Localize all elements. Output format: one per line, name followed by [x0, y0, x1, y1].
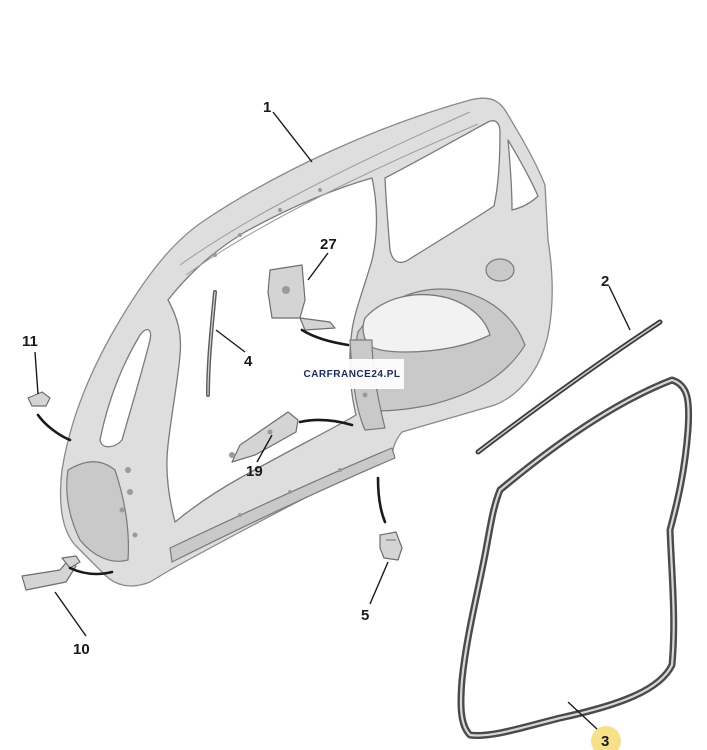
leader-lines — [34, 111, 631, 731]
panel-holes — [119, 188, 368, 538]
rear-side-window — [384, 120, 501, 264]
callout-4: 4 — [244, 353, 253, 370]
bracket-part-10 — [21, 555, 81, 591]
trim-strip — [206, 290, 217, 397]
callout-11: 11 — [22, 333, 38, 350]
fuel-flap — [485, 258, 515, 282]
callout-3: 3 — [601, 733, 609, 750]
watermark-text: CARFRANCE24.PL — [303, 368, 401, 380]
callout-10: 10 — [73, 641, 90, 658]
door-weatherstrip — [457, 376, 693, 740]
bracket-part-27 — [267, 264, 336, 331]
callout-2: 2 — [601, 273, 609, 290]
bracket-part-19 — [229, 411, 299, 463]
roof-rail-crease — [179, 111, 471, 266]
quarter-glass — [507, 139, 539, 211]
body-side-panel — [59, 97, 553, 587]
callout-19: 19 — [246, 463, 263, 480]
a-pillar-window — [99, 328, 152, 448]
callout-27: 27 — [320, 236, 337, 253]
seal-strip-upper — [475, 319, 663, 455]
watermark: CARFRANCE24.PL — [300, 359, 404, 389]
callout-3-highlight — [591, 726, 621, 750]
assembly-arrows — [36, 328, 387, 576]
front-pillar-lower — [66, 461, 129, 562]
front-door-opening — [166, 177, 378, 523]
clip-part-5 — [379, 531, 403, 561]
callout-5: 5 — [361, 607, 369, 624]
callout-1: 1 — [263, 99, 271, 116]
clip-part-11 — [27, 391, 51, 407]
side-sill — [169, 447, 396, 563]
